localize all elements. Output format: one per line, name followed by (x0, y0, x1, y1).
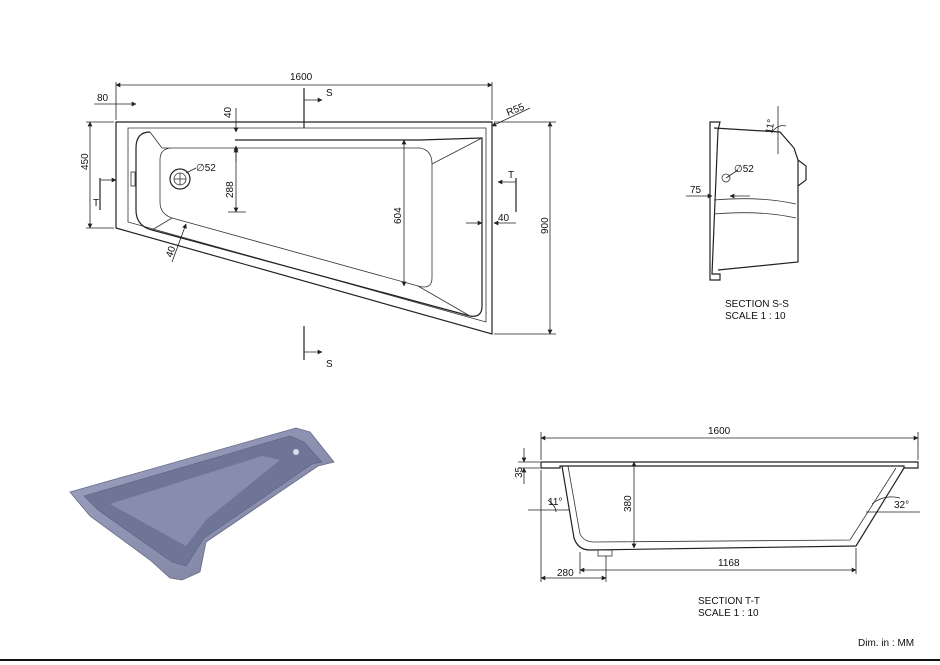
dim-tt-offset-280: 280 (557, 568, 574, 579)
section-tt-body-inner (567, 465, 897, 543)
dim-depth-288: 288 (225, 181, 236, 198)
dim-wall-40-right: 40 (498, 213, 510, 224)
top-view-overflow (130, 171, 136, 187)
section-ss-drain (721, 173, 731, 183)
section-tt-caption-line2: SCALE 1 : 10 (698, 608, 759, 619)
section-ss-caption-line1: SECTION S-S (725, 299, 789, 310)
top-view-corner-lines (149, 131, 483, 317)
section-mark-t-left: T (93, 198, 99, 209)
section-tt-rim (540, 461, 919, 469)
section-tt-caption-line1: SECTION T-T (698, 596, 760, 607)
dim-radius-r55: R55 (505, 102, 527, 119)
dim-width-900: 900 (540, 217, 551, 234)
section-ss-overflow (797, 159, 807, 187)
dim-ss-drain-52: ∅52 (734, 164, 754, 175)
section-ss-body (713, 127, 799, 271)
dim-wall-40-diag: 40 (164, 245, 178, 259)
section-ss-floor-lines (713, 198, 797, 219)
dim-ss-angle-11: 11° (764, 118, 777, 134)
dim-depth-604: 604 (393, 207, 404, 224)
section-tt-view: 1600 35 380 11° 32° 280 1168 (514, 426, 920, 619)
dim-wall-40-top: 40 (223, 106, 234, 118)
dim-tt-rim-35: 35 (514, 466, 525, 478)
section-ss-outline (709, 121, 721, 281)
tub-3d-drain (293, 449, 299, 455)
top-view-rim-inner (127, 127, 487, 323)
section-tt-foot (597, 549, 613, 557)
tub-3d-render (69, 427, 335, 581)
section-mark-t-right: T (508, 170, 514, 181)
dim-tt-length-1600: 1600 (708, 426, 731, 437)
section-ss-caption-line2: SCALE 1 : 10 (725, 311, 786, 322)
section-mark-s-top: S (326, 88, 333, 99)
top-view-outline (115, 121, 493, 335)
dim-drain-52: ∅52 (196, 163, 216, 174)
dim-tt-depth-380: 380 (623, 495, 634, 512)
tub-3d-floor (110, 456, 280, 546)
section-ss-view: ∅52 11° 75 SECTION S-S SCALE 1 : 10 (686, 106, 807, 322)
top-view-drain (169, 168, 191, 190)
top-view: 1600 80 450 900 40 288 604 40 40 (80, 72, 556, 370)
dim-offset-80: 80 (97, 93, 109, 104)
section-mark-s-bottom: S (326, 359, 333, 370)
dim-width-450: 450 (80, 153, 91, 170)
dim-length-1600: 1600 (290, 72, 313, 83)
dim-ss-offset-75: 75 (690, 185, 702, 196)
units-label: Dim. in : MM (858, 638, 914, 649)
section-tt-body (561, 465, 905, 551)
top-view-basin-outer (135, 131, 483, 317)
dim-tt-bottom-1168: 1168 (718, 558, 740, 569)
dim-tt-angle-11: 11° (548, 497, 562, 508)
dim-tt-angle-32: 32° (894, 500, 909, 511)
